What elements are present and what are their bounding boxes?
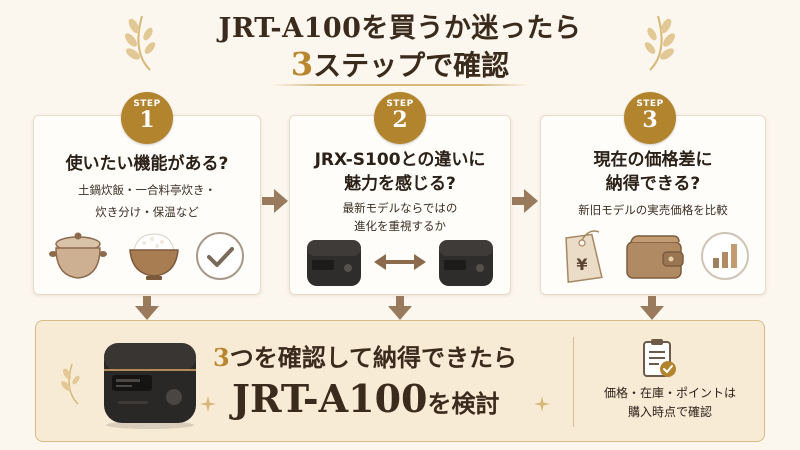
step-1-desc-line1: 土鍋炊飯・一合料亭炊き・: [78, 183, 216, 197]
step-2-title-line1: JRX-S100との違いに: [314, 150, 486, 170]
subtitle-number: 3: [290, 45, 314, 83]
subtitle-text: ステップで確認: [313, 49, 510, 82]
arrow-right-icon: [512, 189, 538, 213]
step-card-2: JRX-S100との違いに 魅力を感じる? 最新モデルならではの 進化を重視する…: [289, 115, 511, 295]
step-3-badge-label: STEP: [636, 99, 664, 109]
page-subtitle: 3ステップで確認: [0, 44, 800, 84]
bar-chart-icon: [701, 232, 749, 280]
step-3-title-line1: 現在の価格差に: [593, 150, 713, 170]
arrow-right-icon: [262, 189, 288, 213]
wallet-icon: [626, 235, 684, 279]
step-card-1: 使いたい機能がある? 土鍋炊飯・一合料亭炊き・ 炊き分け・保温など: [33, 115, 261, 295]
purchase-note-line1: 価格・在庫・ポイントは: [603, 386, 736, 400]
page-title: JRT-A100を買うか迷ったら: [218, 13, 582, 44]
step-3-desc-line1: 新旧モデルの実売価格を比較: [578, 203, 728, 217]
laurel-small-icon: [61, 363, 80, 405]
rice-bowl-icon: [129, 233, 179, 280]
purchase-note: 価格・在庫・ポイントは 購入時点で確認: [575, 384, 765, 422]
sparkle-icon: [534, 396, 550, 412]
step-3-badge-number: 3: [642, 107, 658, 133]
checkmark-icon: [196, 232, 244, 280]
step-1-desc-line2: 炊き分け・保温など: [95, 205, 199, 219]
step-2-desc-line2: 進化を重視するか: [354, 219, 446, 233]
price-tag-yen: ¥: [576, 255, 587, 274]
sparkle-icon: [200, 396, 216, 412]
laurel-left-icon: [125, 15, 156, 71]
arrow-down-icon: [640, 296, 664, 320]
conclusion-number: 3: [213, 343, 230, 372]
conclusion-line1: 3つを確認して納得できたら: [213, 338, 517, 373]
conclusion-line2-text: を検討: [427, 389, 500, 418]
step-2-badge: STEP 2: [374, 92, 426, 144]
conclusion-line1-text: つを確認して納得できたら: [229, 343, 517, 372]
step-2-desc-line1: 最新モデルならではの: [342, 201, 458, 215]
step-3-badge: STEP 3: [624, 92, 676, 144]
rice-cooker-product-icon: [104, 343, 196, 429]
clay-pot-icon: [49, 232, 107, 279]
step-1-badge: STEP 1: [121, 92, 173, 144]
arrow-down-icon: [388, 296, 412, 320]
purchase-note-line2: 購入時点で確認: [627, 405, 712, 419]
rice-cooker-icon: [439, 240, 493, 286]
title-underline: [270, 84, 530, 86]
price-tag-icon: ¥: [565, 230, 603, 284]
conclusion-model-name: JRT-A100: [232, 376, 428, 421]
step-2-badge-number: 2: [392, 107, 408, 133]
step-1-badge-label: STEP: [133, 99, 161, 109]
step-2-badge-label: STEP: [386, 99, 414, 109]
step-3-title-line2: 納得できる?: [605, 174, 701, 194]
rice-cooker-icon: [307, 240, 361, 286]
conclusion-line2: JRT-A100を検討: [232, 376, 499, 421]
panel-divider: [573, 337, 574, 427]
clipboard-check-icon: [643, 339, 676, 377]
arrow-down-icon: [135, 296, 159, 320]
step-1-badge-number: 1: [139, 107, 155, 133]
step-card-3: 現在の価格差に 納得できる? 新旧モデルの実売価格を比較 ¥: [540, 115, 766, 295]
step-2-title-line2: 魅力を感じる?: [344, 174, 456, 194]
double-arrow-icon: [374, 254, 426, 270]
laurel-right-icon: [644, 15, 675, 71]
step-1-title: 使いたい機能がある?: [65, 154, 229, 174]
